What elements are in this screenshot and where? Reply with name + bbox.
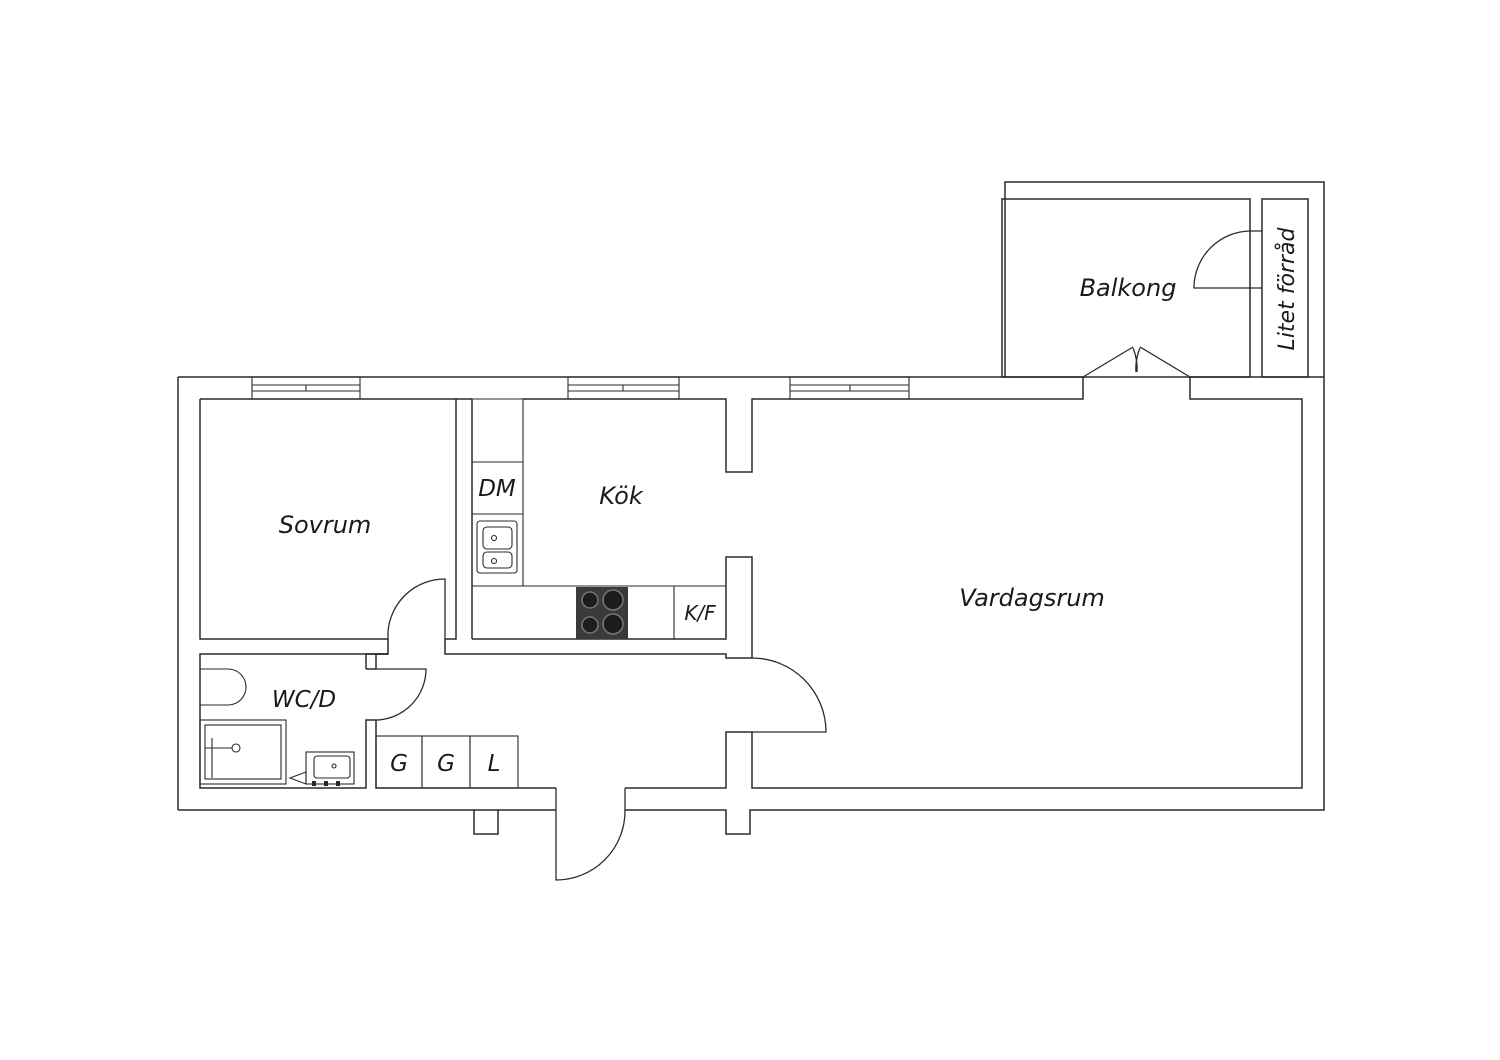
window — [789, 376, 910, 400]
stove-icon — [576, 587, 628, 639]
closet-label: L — [488, 751, 501, 777]
storage-door — [1193, 230, 1262, 289]
bathroom-fixtures — [199, 668, 355, 786]
toilet-icon — [200, 668, 247, 706]
entrance-door — [555, 788, 626, 881]
closet-label: G — [390, 751, 408, 777]
sink-icon — [476, 520, 518, 574]
balcony-door-left — [1082, 346, 1138, 378]
closets — [375, 735, 519, 789]
bedroom-door — [387, 578, 446, 639]
fixture-label-dm: DM — [478, 476, 516, 502]
bathroom-door — [375, 668, 427, 721]
living-room-door — [751, 657, 827, 733]
shower-icon — [199, 719, 287, 785]
doors — [375, 230, 1262, 881]
washbasin-icon — [288, 751, 355, 786]
room-label-wc: WC/D — [272, 687, 336, 713]
room-label-balkong: Balkong — [1080, 274, 1177, 302]
window — [567, 376, 680, 400]
room-label-vardagsrum: Vardagsrum — [959, 584, 1105, 612]
room-label-kok: Kök — [599, 482, 644, 510]
balcony-door-right — [1135, 346, 1191, 378]
closet-label: G — [437, 751, 455, 777]
room-label-forrad: Litet förråd — [1274, 227, 1300, 351]
windows — [251, 376, 910, 400]
window — [251, 376, 361, 400]
fixture-label-kf: K/F — [684, 601, 716, 625]
room-label-sovrum: Sovrum — [279, 511, 372, 539]
kitchen-fixtures — [472, 398, 726, 639]
